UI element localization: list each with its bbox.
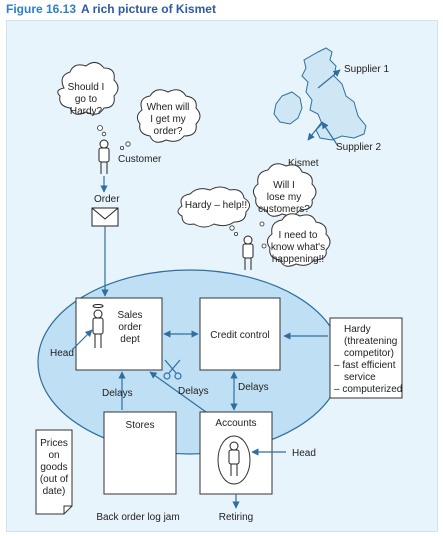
customer-bubble-hardy-line-2: go to	[75, 94, 98, 105]
hardy-line-2: (threatening	[344, 336, 397, 347]
bubble-hardy-help-text: Hardy – help!!	[185, 200, 247, 211]
customer-label: Customer	[118, 154, 162, 165]
accounts-head-oval	[217, 435, 251, 485]
accounts-head-label: Head	[292, 448, 316, 459]
prices-note	[35, 429, 73, 515]
manager-person-icon	[242, 235, 254, 270]
prices-note-line-2: on	[48, 450, 59, 461]
bubble-need-to-know-line-3: happening!!	[272, 254, 324, 265]
stores-box	[103, 411, 177, 495]
delays-left-label: Delays	[102, 388, 133, 399]
sales-label-line-1: Sales	[117, 310, 142, 321]
bubble-lose-customers-line-1: Will I	[273, 180, 295, 191]
sales-head-person-icon	[92, 304, 104, 348]
customer-bubble-order-line-3: order?	[154, 126, 183, 137]
prices-note-line-5: date)	[43, 486, 66, 497]
bubble-need-to-know-line-1: I need to	[279, 230, 318, 241]
credit-control-label: Credit control	[210, 330, 269, 341]
delays-middle-label: Delays	[178, 386, 209, 397]
prices-note-line-3: goods	[40, 462, 67, 473]
retiring-label: Retiring	[219, 512, 253, 523]
order-label: Order	[94, 194, 120, 205]
customer-bubble-order-line-1: When will	[147, 102, 190, 113]
stores-label: Stores	[126, 420, 155, 431]
hardy-line-1: Hardy	[344, 324, 371, 335]
customer-person-icon	[98, 139, 110, 174]
hardy-competitor-box	[329, 317, 403, 399]
sales-order-dept-box	[75, 297, 163, 371]
customer-bubble-order: When will I get my order?	[120, 89, 201, 150]
sales-head-label: Head	[50, 348, 74, 359]
bubble-need-to-know: I need to know what's happening!!	[261, 213, 331, 267]
bubble-hardy-help: Hardy – help!!	[177, 186, 250, 236]
hardy-line-6: – computerized	[334, 384, 402, 395]
supplier-2-label: Supplier 2	[336, 142, 381, 153]
kismet-label: Kismet	[288, 158, 319, 169]
envelope-icon	[91, 207, 119, 227]
bubble-lose-customers-line-2: lose my	[267, 192, 301, 203]
sales-label-line-2: order	[118, 322, 142, 333]
ireland-shape	[273, 91, 303, 125]
supplier-1-label: Supplier 1	[344, 64, 389, 75]
figure-title-text: A rich picture of Kismet	[81, 2, 216, 16]
hardy-line-3: competitor)	[344, 348, 394, 359]
customer-bubble-hardy: Should I go to Hardy?	[57, 62, 119, 137]
credit-control-box	[199, 297, 281, 371]
prices-note-line-1: Prices	[40, 438, 68, 449]
customer-bubble-hardy-line-3: Hardy?	[70, 106, 103, 117]
accounts-head-person-icon	[228, 441, 240, 476]
customer-bubble-hardy-line-1: Should I	[68, 82, 105, 93]
customer-bubble-order-line-2: I get my	[150, 114, 186, 125]
hardy-line-5: service	[344, 372, 376, 383]
british-isles-map	[273, 47, 367, 141]
great-britain-shape	[301, 47, 367, 141]
figure-title: Figure 16.13 A rich picture of Kismet	[6, 2, 216, 16]
sales-label-line-3: dept	[120, 334, 140, 345]
bubble-lose-customers-line-3: customers?	[258, 204, 310, 215]
back-order-label: Back order log jam	[96, 512, 179, 523]
bubble-lose-customers: Will I lose my customers?	[252, 163, 317, 227]
scissors-icon	[163, 359, 182, 380]
figure-number: Figure 16.13	[6, 2, 77, 16]
accounts-label: Accounts	[215, 418, 256, 429]
delays-right-label: Delays	[238, 382, 269, 393]
prices-note-line-4: (out of	[40, 474, 69, 485]
hardy-line-4: – fast efficient	[334, 360, 396, 371]
bubble-need-to-know-line-2: know what's	[271, 242, 325, 253]
